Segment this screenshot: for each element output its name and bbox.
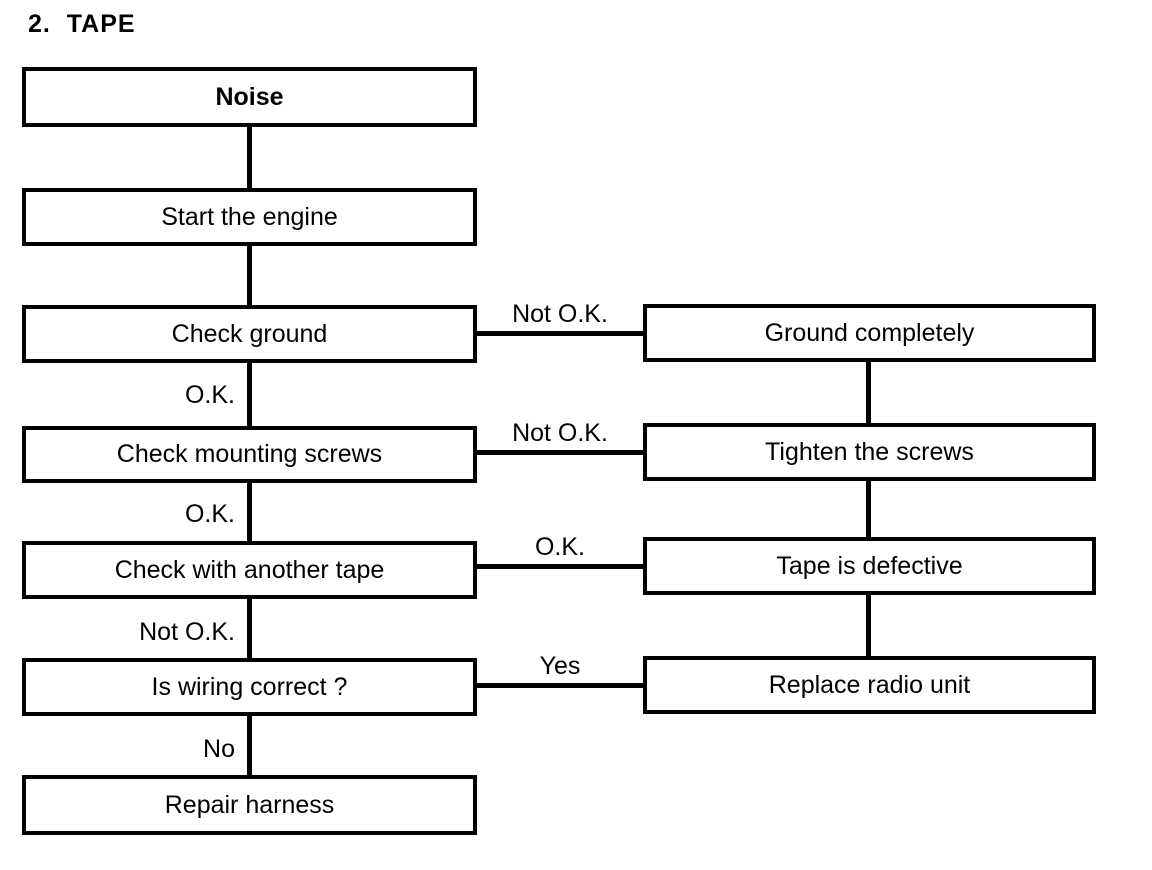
connector-tapedefective-replace (866, 594, 871, 657)
connector-mounting-tighten (477, 450, 643, 455)
connector-anothertape-tapedefective (477, 564, 643, 569)
edge-label-no: No (203, 735, 235, 763)
connector-wiring-repair (247, 715, 252, 776)
connector-checkground-mounting (247, 362, 252, 427)
edge-label-yes: Yes (539, 652, 581, 680)
edge-label-not-ok-across-1: Not O.K. (512, 300, 608, 328)
node-wiring-correct: Is wiring correct ? (22, 658, 477, 716)
connector-start-checkground (247, 245, 252, 306)
connector-tighten-tapedefective (866, 480, 871, 538)
node-noise: Noise (22, 67, 477, 127)
node-ground-completely-label: Ground completely (764, 318, 975, 347)
edge-label-ok-2: O.K. (184, 500, 235, 528)
node-wiring-correct-label: Is wiring correct ? (151, 672, 348, 701)
connector-anothertape-wiring (247, 598, 252, 659)
edge-label-not-ok-down: Not O.K. (139, 618, 235, 646)
node-tighten-screws-label: Tighten the screws (765, 437, 974, 466)
node-check-mounting-screws: Check mounting screws (22, 426, 477, 483)
page-title: 2. TAPE (28, 10, 136, 38)
node-check-mounting-screws-label: Check mounting screws (116, 440, 383, 468)
node-repair-harness: Repair harness (22, 775, 477, 835)
node-ground-completely: Ground completely (643, 304, 1096, 362)
connector-groundcompletely-tighten (866, 361, 871, 424)
connector-mounting-anothertape (247, 482, 252, 542)
node-tape-defective: Tape is defective (643, 537, 1096, 595)
node-noise-label: Noise (215, 82, 284, 111)
connector-checkground-groundcompletely (477, 331, 643, 336)
node-replace-radio-unit-label: Replace radio unit (768, 670, 971, 699)
node-tape-defective-label: Tape is defective (776, 551, 963, 580)
node-start-engine: Start the engine (22, 188, 477, 246)
edge-label-ok-across: O.K. (534, 533, 585, 561)
node-replace-radio-unit: Replace radio unit (643, 656, 1096, 714)
node-repair-harness-label: Repair harness (164, 790, 335, 819)
node-check-another-tape: Check with another tape (22, 541, 477, 599)
node-start-engine-label: Start the engine (161, 202, 338, 231)
edge-label-not-ok-across-2: Not O.K. (512, 419, 608, 447)
node-tighten-screws: Tighten the screws (643, 423, 1096, 481)
edge-label-ok-1: O.K. (184, 381, 235, 409)
node-check-ground-label: Check ground (171, 319, 328, 348)
connector-noise-start (247, 126, 252, 189)
connector-wiring-replace (477, 683, 643, 688)
node-check-ground: Check ground (22, 305, 477, 363)
node-check-another-tape-label: Check with another tape (114, 555, 385, 584)
